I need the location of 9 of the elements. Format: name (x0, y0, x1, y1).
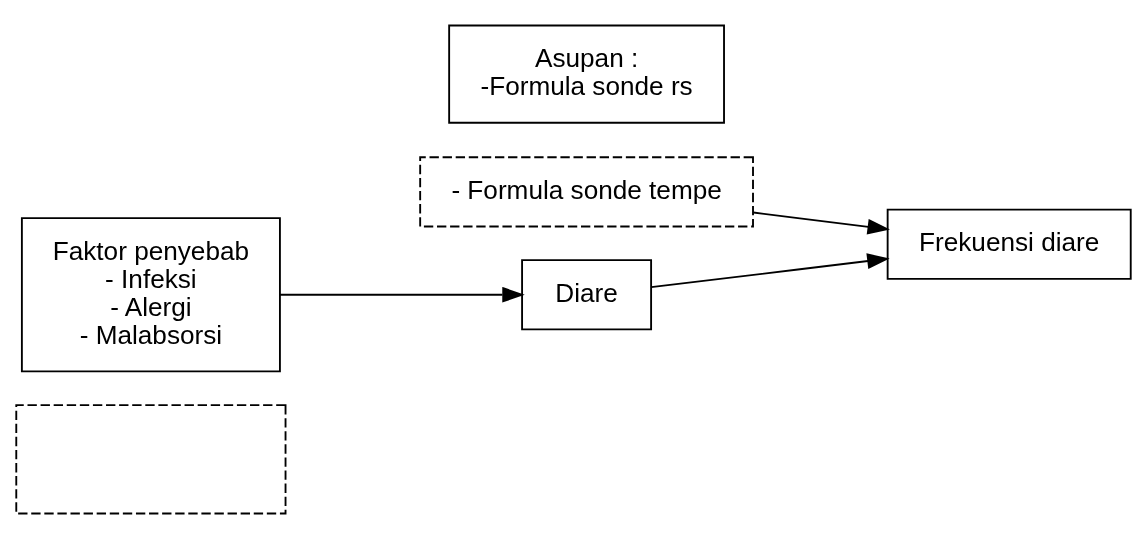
arrow (752, 211, 890, 235)
arrow (650, 253, 890, 289)
node-box: Diare (521, 259, 653, 331)
node-box (15, 404, 287, 515)
node-box: Faktor penyebab - Infeksi - Alergi - Malabsorsi (20, 217, 281, 373)
node-box: Frekuensi diare (886, 208, 1132, 280)
arrow (279, 286, 525, 303)
node-box: Asupan : -Formula sonde rs (448, 24, 725, 124)
node-box: - Formula sonde tempe (419, 156, 754, 228)
